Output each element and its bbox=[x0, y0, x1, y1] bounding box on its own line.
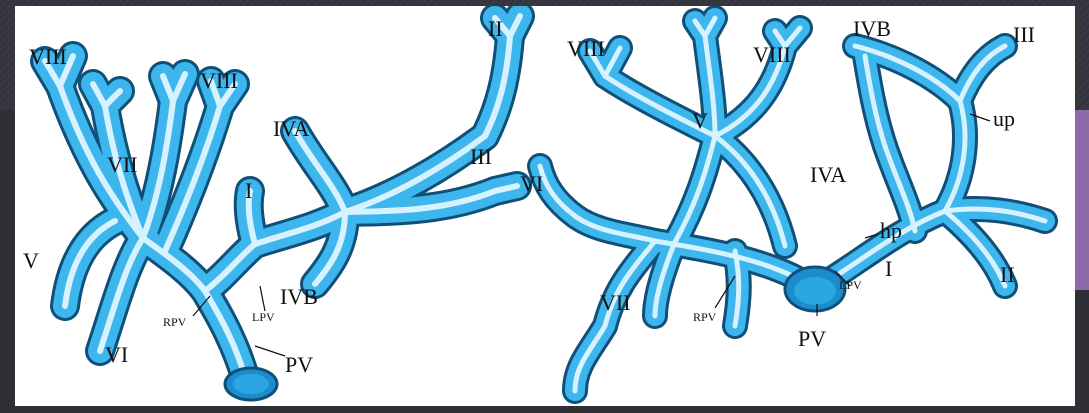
portal-vein-diagrams: VIII VIII VII V VI I IVA IVB II III RPV … bbox=[15, 6, 1075, 406]
right-label-viii-a: VIII bbox=[567, 36, 605, 61]
right-vessel-fill bbox=[540, 18, 1045, 391]
portal-vein-figure: VIII VIII VII V VI I IVA IVB II III RPV … bbox=[15, 6, 1075, 406]
right-label-rpv: RPV bbox=[693, 310, 717, 324]
right-vessel-tree bbox=[540, 18, 1045, 391]
left-label-viii-a: VIII bbox=[29, 44, 67, 69]
right-label-viii-b: VIII bbox=[753, 42, 791, 67]
right-label-vi: VI bbox=[520, 171, 543, 196]
slide-accent-bar bbox=[1075, 110, 1089, 290]
right-label-v: V bbox=[692, 108, 708, 133]
right-label-iva: IVA bbox=[810, 162, 846, 187]
right-label-ii: II bbox=[1000, 262, 1015, 287]
right-label-vii: VII bbox=[600, 290, 631, 315]
left-label-iva: IVA bbox=[273, 116, 309, 141]
right-pv-lumen bbox=[794, 277, 836, 305]
left-label-ivb: IVB bbox=[280, 284, 318, 309]
right-label-hp: hp bbox=[880, 218, 902, 243]
right-label-up: up bbox=[993, 106, 1015, 131]
left-label-vi: VI bbox=[105, 342, 128, 367]
right-label-ivb: IVB bbox=[853, 16, 891, 41]
right-label-i: I bbox=[885, 256, 892, 281]
left-label-v: V bbox=[23, 248, 39, 273]
left-label-iii: III bbox=[470, 144, 492, 169]
right-label-pv: PV bbox=[798, 326, 826, 351]
left-label-viii-b: VIII bbox=[200, 68, 238, 93]
left-pv-lumen bbox=[233, 374, 269, 394]
right-label-lpv: LPV bbox=[839, 278, 862, 292]
left-label-lpv: LPV bbox=[252, 310, 275, 324]
right-label-iii: III bbox=[1013, 22, 1035, 47]
left-label-i: I bbox=[245, 178, 252, 203]
left-label-rpv: RPV bbox=[163, 315, 187, 329]
left-label-pv: PV bbox=[285, 352, 313, 377]
left-label-ii: II bbox=[488, 16, 503, 41]
left-label-vii: VII bbox=[107, 152, 138, 177]
